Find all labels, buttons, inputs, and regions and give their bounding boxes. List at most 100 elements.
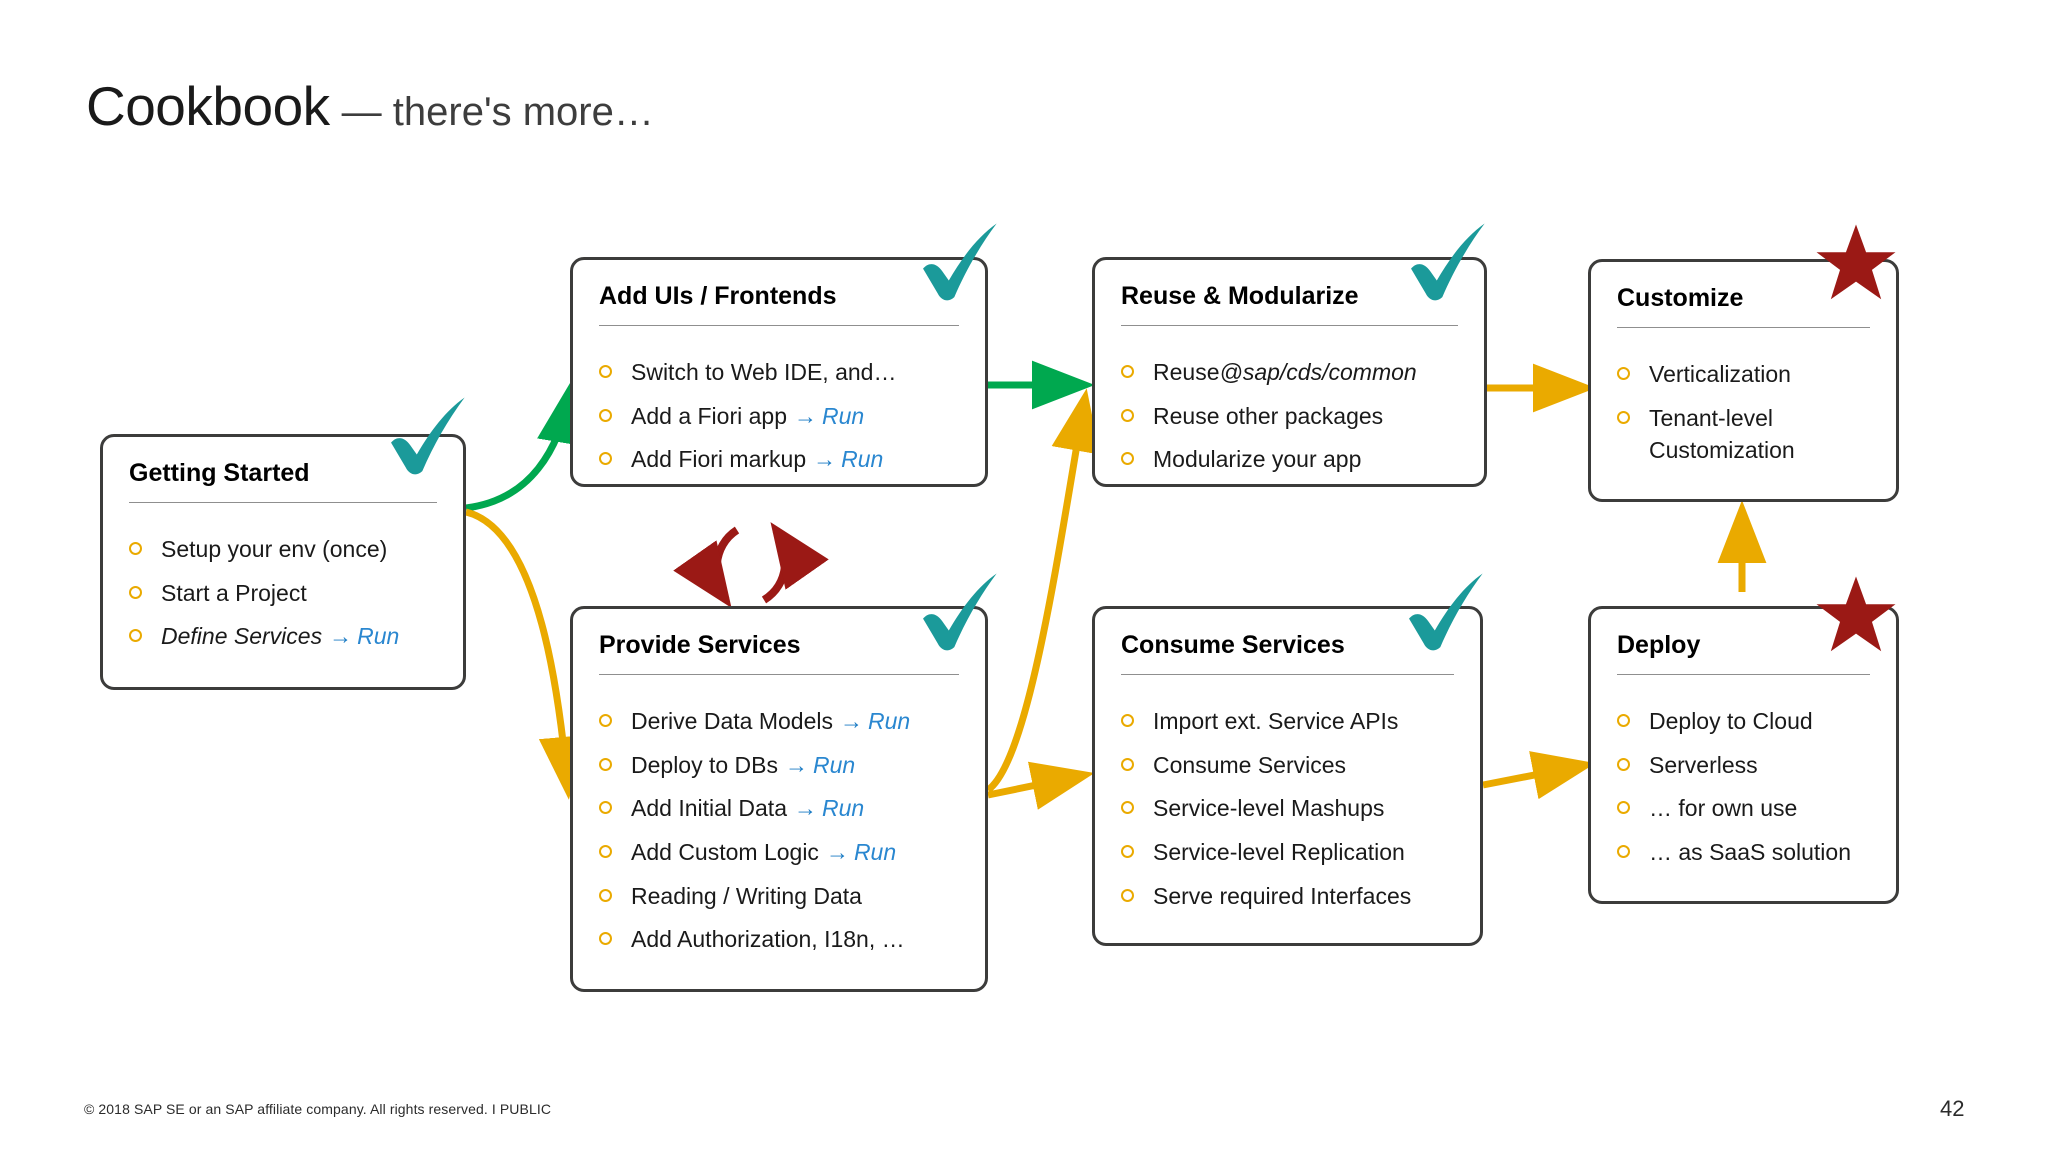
list-item[interactable]: Tenant-level Customization	[1617, 402, 1870, 467]
list-item-label: Derive Data Models	[631, 708, 833, 734]
card-customize[interactable]: Customize Verticalization Tenant-level C…	[1588, 259, 1899, 502]
card-provide-services[interactable]: Provide Services Derive Data Models → Ru…	[570, 606, 988, 992]
card-divider	[129, 502, 437, 503]
list-item[interactable]: Reading / Writing Data	[599, 880, 959, 913]
list-item[interactable]: Consume Services	[1121, 749, 1454, 782]
list-item-label: Reuse	[1153, 359, 1220, 385]
package-name: @sap/cds/common	[1219, 359, 1417, 385]
card-add-uis-frontends[interactable]: Add UIs / Frontends Switch to Web IDE, a…	[570, 257, 988, 487]
run-link[interactable]: Run	[867, 708, 911, 734]
list-item-label: Deploy to Cloud	[1649, 708, 1813, 734]
card-title: Getting Started	[129, 459, 310, 487]
list-item[interactable]: Deploy to DBs → Run	[599, 749, 959, 782]
list-item-label: Consume Services	[1153, 751, 1347, 778]
card-title: Provide Services	[599, 631, 801, 659]
run-link[interactable]: Run	[357, 623, 400, 650]
right-arrow-icon: →	[839, 708, 863, 734]
run-link[interactable]: Run	[841, 446, 884, 473]
connector-consume-services-to-deploy	[1482, 751, 1596, 800]
right-arrow-icon: →	[813, 446, 837, 473]
list-item[interactable]: Service-level Replication	[1121, 836, 1454, 869]
card-getting-started[interactable]: Getting Started Setup your env (once) St…	[100, 434, 466, 690]
connector-getting-started-to-add-uis	[465, 380, 586, 512]
list-item-label: Setup your env (once)	[161, 536, 388, 562]
bullet-circle-icon	[599, 932, 612, 946]
bullet-circle-icon	[1121, 452, 1134, 466]
run-link[interactable]: Run	[821, 795, 865, 822]
list-item[interactable]: Start a Project	[129, 577, 437, 610]
connector-provide-services-to-reuse	[985, 388, 1100, 793]
list-item[interactable]: Add Fiori markup → Run	[599, 443, 959, 476]
card-item-list: Import ext. Service APIs Consume Service…	[1121, 705, 1454, 912]
list-item[interactable]: Deploy to Cloud	[1617, 705, 1870, 738]
bullet-circle-icon	[1617, 714, 1630, 727]
bullet-circle-icon	[1121, 408, 1134, 422]
bullet-circle-icon	[1121, 888, 1134, 902]
list-item[interactable]: Add Custom Logic → Run	[599, 836, 959, 869]
right-arrow-icon: →	[793, 402, 817, 429]
list-item[interactable]: … as SaaS solution	[1617, 836, 1870, 869]
list-item[interactable]: Reuse @sap/cds/common	[1121, 356, 1458, 389]
list-item[interactable]: Import ext. Service APIs	[1121, 705, 1454, 738]
list-item[interactable]: Define Services → Run	[129, 620, 437, 653]
card-item-list: Verticalization Tenant-level Customizati…	[1617, 358, 1870, 467]
list-item[interactable]: Add Authorization, I18n, …	[599, 923, 959, 956]
card-deploy[interactable]: Deploy Deploy to Cloud Serverless … for …	[1588, 606, 1899, 904]
list-item-label: Import ext. Service APIs	[1153, 708, 1399, 734]
bullet-circle-icon	[1617, 757, 1630, 771]
card-title: Consume Services	[1121, 631, 1345, 659]
list-item-label: Add a Fiori app	[631, 402, 787, 429]
bullet-circle-icon	[1121, 801, 1134, 815]
card-title: Customize	[1617, 284, 1744, 312]
card-item-list: Setup your env (once) Start a Project De…	[129, 533, 437, 653]
connector-provide-services-to-consume-services	[987, 761, 1095, 810]
bullet-circle-icon	[1617, 367, 1630, 380]
list-item[interactable]: Verticalization	[1617, 358, 1870, 391]
list-item-label: Verticalization	[1649, 361, 1791, 387]
bullet-circle-icon	[1617, 410, 1630, 424]
card-reuse-modularize[interactable]: Reuse & Modularize Reuse @sap/cds/common…	[1092, 257, 1487, 487]
bullet-circle-icon	[1121, 757, 1134, 771]
run-link[interactable]: Run	[821, 402, 865, 429]
list-item[interactable]: Serve required Interfaces	[1121, 880, 1454, 913]
card-consume-services[interactable]: Consume Services Import ext. Service API…	[1092, 606, 1483, 946]
card-title: Reuse & Modularize	[1121, 282, 1359, 310]
list-item[interactable]: Service-level Mashups	[1121, 792, 1454, 825]
connector-getting-started-to-provide-services	[465, 508, 588, 800]
right-arrow-icon: →	[825, 838, 849, 865]
list-item-label: Add Custom Logic	[631, 838, 819, 865]
list-item[interactable]: Add Initial Data → Run	[599, 792, 959, 825]
card-divider	[1121, 674, 1454, 675]
list-item-label: Modularize your app	[1153, 446, 1362, 473]
list-item-label: … as SaaS solution	[1649, 838, 1852, 865]
list-item-label: Serve required Interfaces	[1153, 882, 1412, 909]
card-divider	[1617, 327, 1870, 328]
list-item[interactable]: Modularize your app	[1121, 443, 1458, 476]
footer-copyright: © 2018 SAP SE or an SAP affiliate compan…	[84, 1101, 552, 1117]
list-item-label: Serverless	[1649, 751, 1758, 778]
card-divider	[599, 674, 959, 675]
list-item[interactable]: Serverless	[1617, 749, 1870, 782]
card-item-list: Switch to Web IDE, and… Add a Fiori app …	[599, 356, 959, 476]
list-item[interactable]: Setup your env (once)	[129, 533, 437, 566]
list-item[interactable]: Reuse other packages	[1121, 400, 1458, 433]
bullet-circle-icon	[1121, 844, 1134, 858]
page-number: 42	[1940, 1096, 1965, 1121]
list-item-label: … for own use	[1649, 795, 1798, 822]
bullet-circle-icon	[599, 452, 612, 466]
list-item-label: Switch to Web IDE, and…	[631, 359, 897, 385]
run-link[interactable]: Run	[853, 838, 897, 865]
list-item-label: Define Services	[161, 623, 323, 650]
list-item-label: Tenant-level Customization	[1649, 404, 1795, 464]
page-subtitle: — there's more…	[341, 90, 654, 134]
list-item[interactable]: Switch to Web IDE, and…	[599, 356, 959, 389]
list-item[interactable]: Derive Data Models → Run	[599, 705, 959, 738]
list-item[interactable]: Add a Fiori app → Run	[599, 400, 959, 433]
page-title: Cookbook	[86, 75, 330, 137]
list-item-label: Add Fiori markup	[631, 446, 807, 473]
list-item[interactable]: … for own use	[1617, 792, 1870, 825]
slide-title: Cookbook— there's more…	[86, 74, 654, 138]
run-link[interactable]: Run	[813, 751, 856, 778]
right-arrow-icon: →	[329, 623, 353, 650]
list-item-label: Add Authorization, I18n, …	[631, 926, 905, 953]
